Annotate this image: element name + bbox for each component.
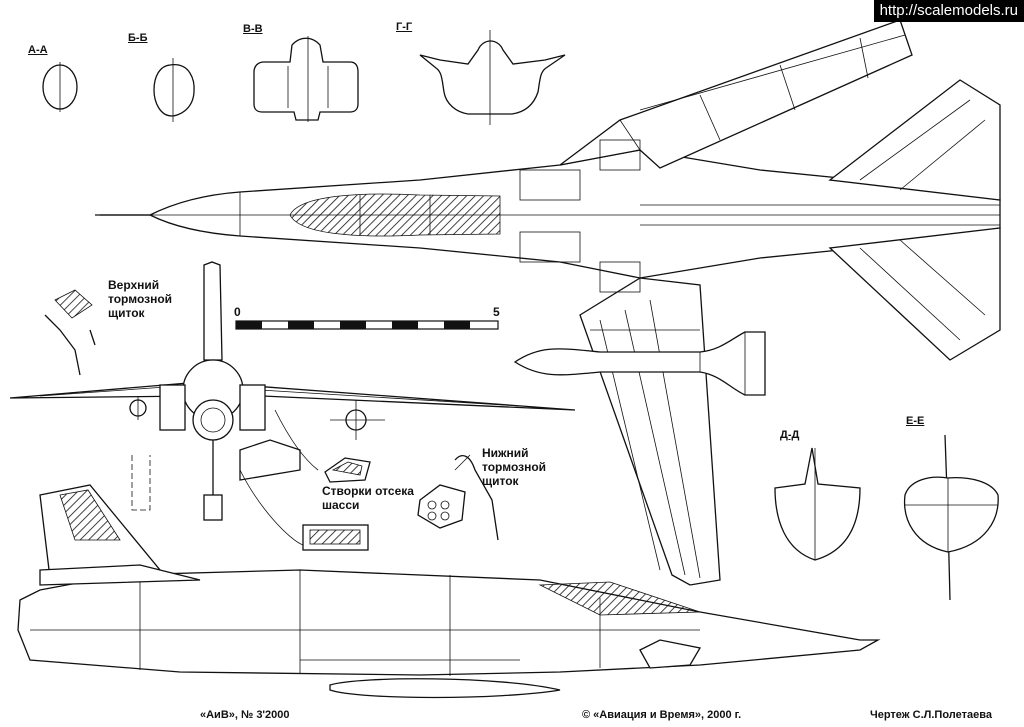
upper-brake-detail bbox=[44, 289, 96, 376]
scale-end-label: 5 bbox=[493, 305, 500, 319]
scale-bar-drawing bbox=[235, 320, 499, 330]
author-label: Чертеж С.Л.Полетаева bbox=[870, 709, 992, 721]
plan-view-drawing bbox=[95, 19, 1001, 586]
side-view-drawing bbox=[17, 484, 881, 699]
section-label-vv: В-В bbox=[243, 23, 263, 35]
section-aa-drawing bbox=[42, 62, 78, 112]
watermark: http://scalemodels.ru bbox=[873, 0, 1024, 22]
section-label-gg: Г-Г bbox=[396, 21, 413, 33]
section-bb-drawing bbox=[153, 58, 195, 122]
section-label-bb: Б-Б bbox=[128, 32, 148, 44]
section-label-dd: Д-Д bbox=[780, 429, 800, 441]
gear-doors-label: Створки отсека шасси bbox=[322, 484, 414, 512]
lower-brake-detail bbox=[417, 455, 499, 541]
issue-label: «АиВ», № 3'2000 bbox=[200, 709, 290, 721]
bomb-store-drawing bbox=[513, 331, 766, 396]
section-gg-drawing bbox=[419, 30, 566, 125]
lower-brake-label: Нижний тормозной щиток bbox=[482, 446, 547, 488]
section-label-aa: А-А bbox=[28, 44, 48, 56]
upper-brake-label: Верхний тормозной щиток bbox=[108, 278, 173, 320]
scale-start-label: 0 bbox=[234, 305, 241, 319]
section-dd-drawing bbox=[774, 447, 861, 561]
section-ee-drawing bbox=[903, 434, 999, 601]
gear-door-details bbox=[239, 439, 371, 551]
front-view-drawing bbox=[9, 261, 576, 521]
copyright-label: © «Авиация и Время», 2000 г. bbox=[582, 709, 742, 721]
section-vv-drawing bbox=[253, 36, 359, 122]
section-label-ee: Е-Е bbox=[906, 415, 925, 427]
leader-arrows bbox=[239, 409, 471, 546]
